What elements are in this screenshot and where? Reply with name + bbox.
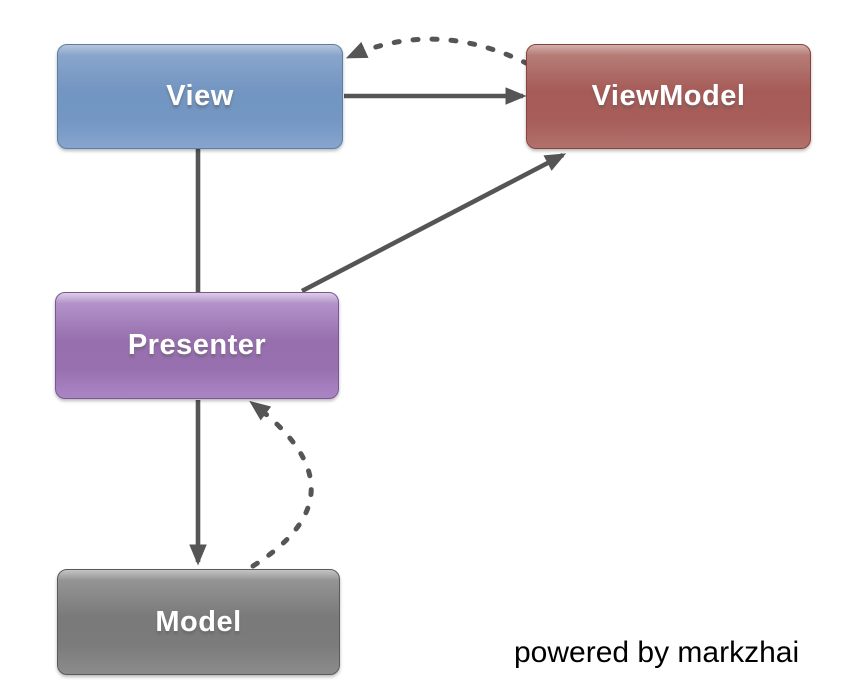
node-view-label: View — [166, 80, 234, 112]
node-viewmodel-label: ViewModel — [591, 80, 746, 112]
node-viewmodel: ViewModel — [526, 44, 811, 149]
node-model-label: Model — [155, 605, 242, 638]
edge-viewmodel-to-view — [345, 36, 531, 67]
credit-text: powered by markzhai — [514, 636, 800, 669]
node-presenter: Presenter — [55, 292, 339, 399]
node-presenter-label: Presenter — [127, 329, 267, 361]
edge-presenter-to-viewmodel — [300, 152, 567, 294]
edge-model-to-presenter — [249, 400, 314, 569]
node-model: Model — [57, 569, 340, 675]
node-view: View — [57, 44, 343, 149]
